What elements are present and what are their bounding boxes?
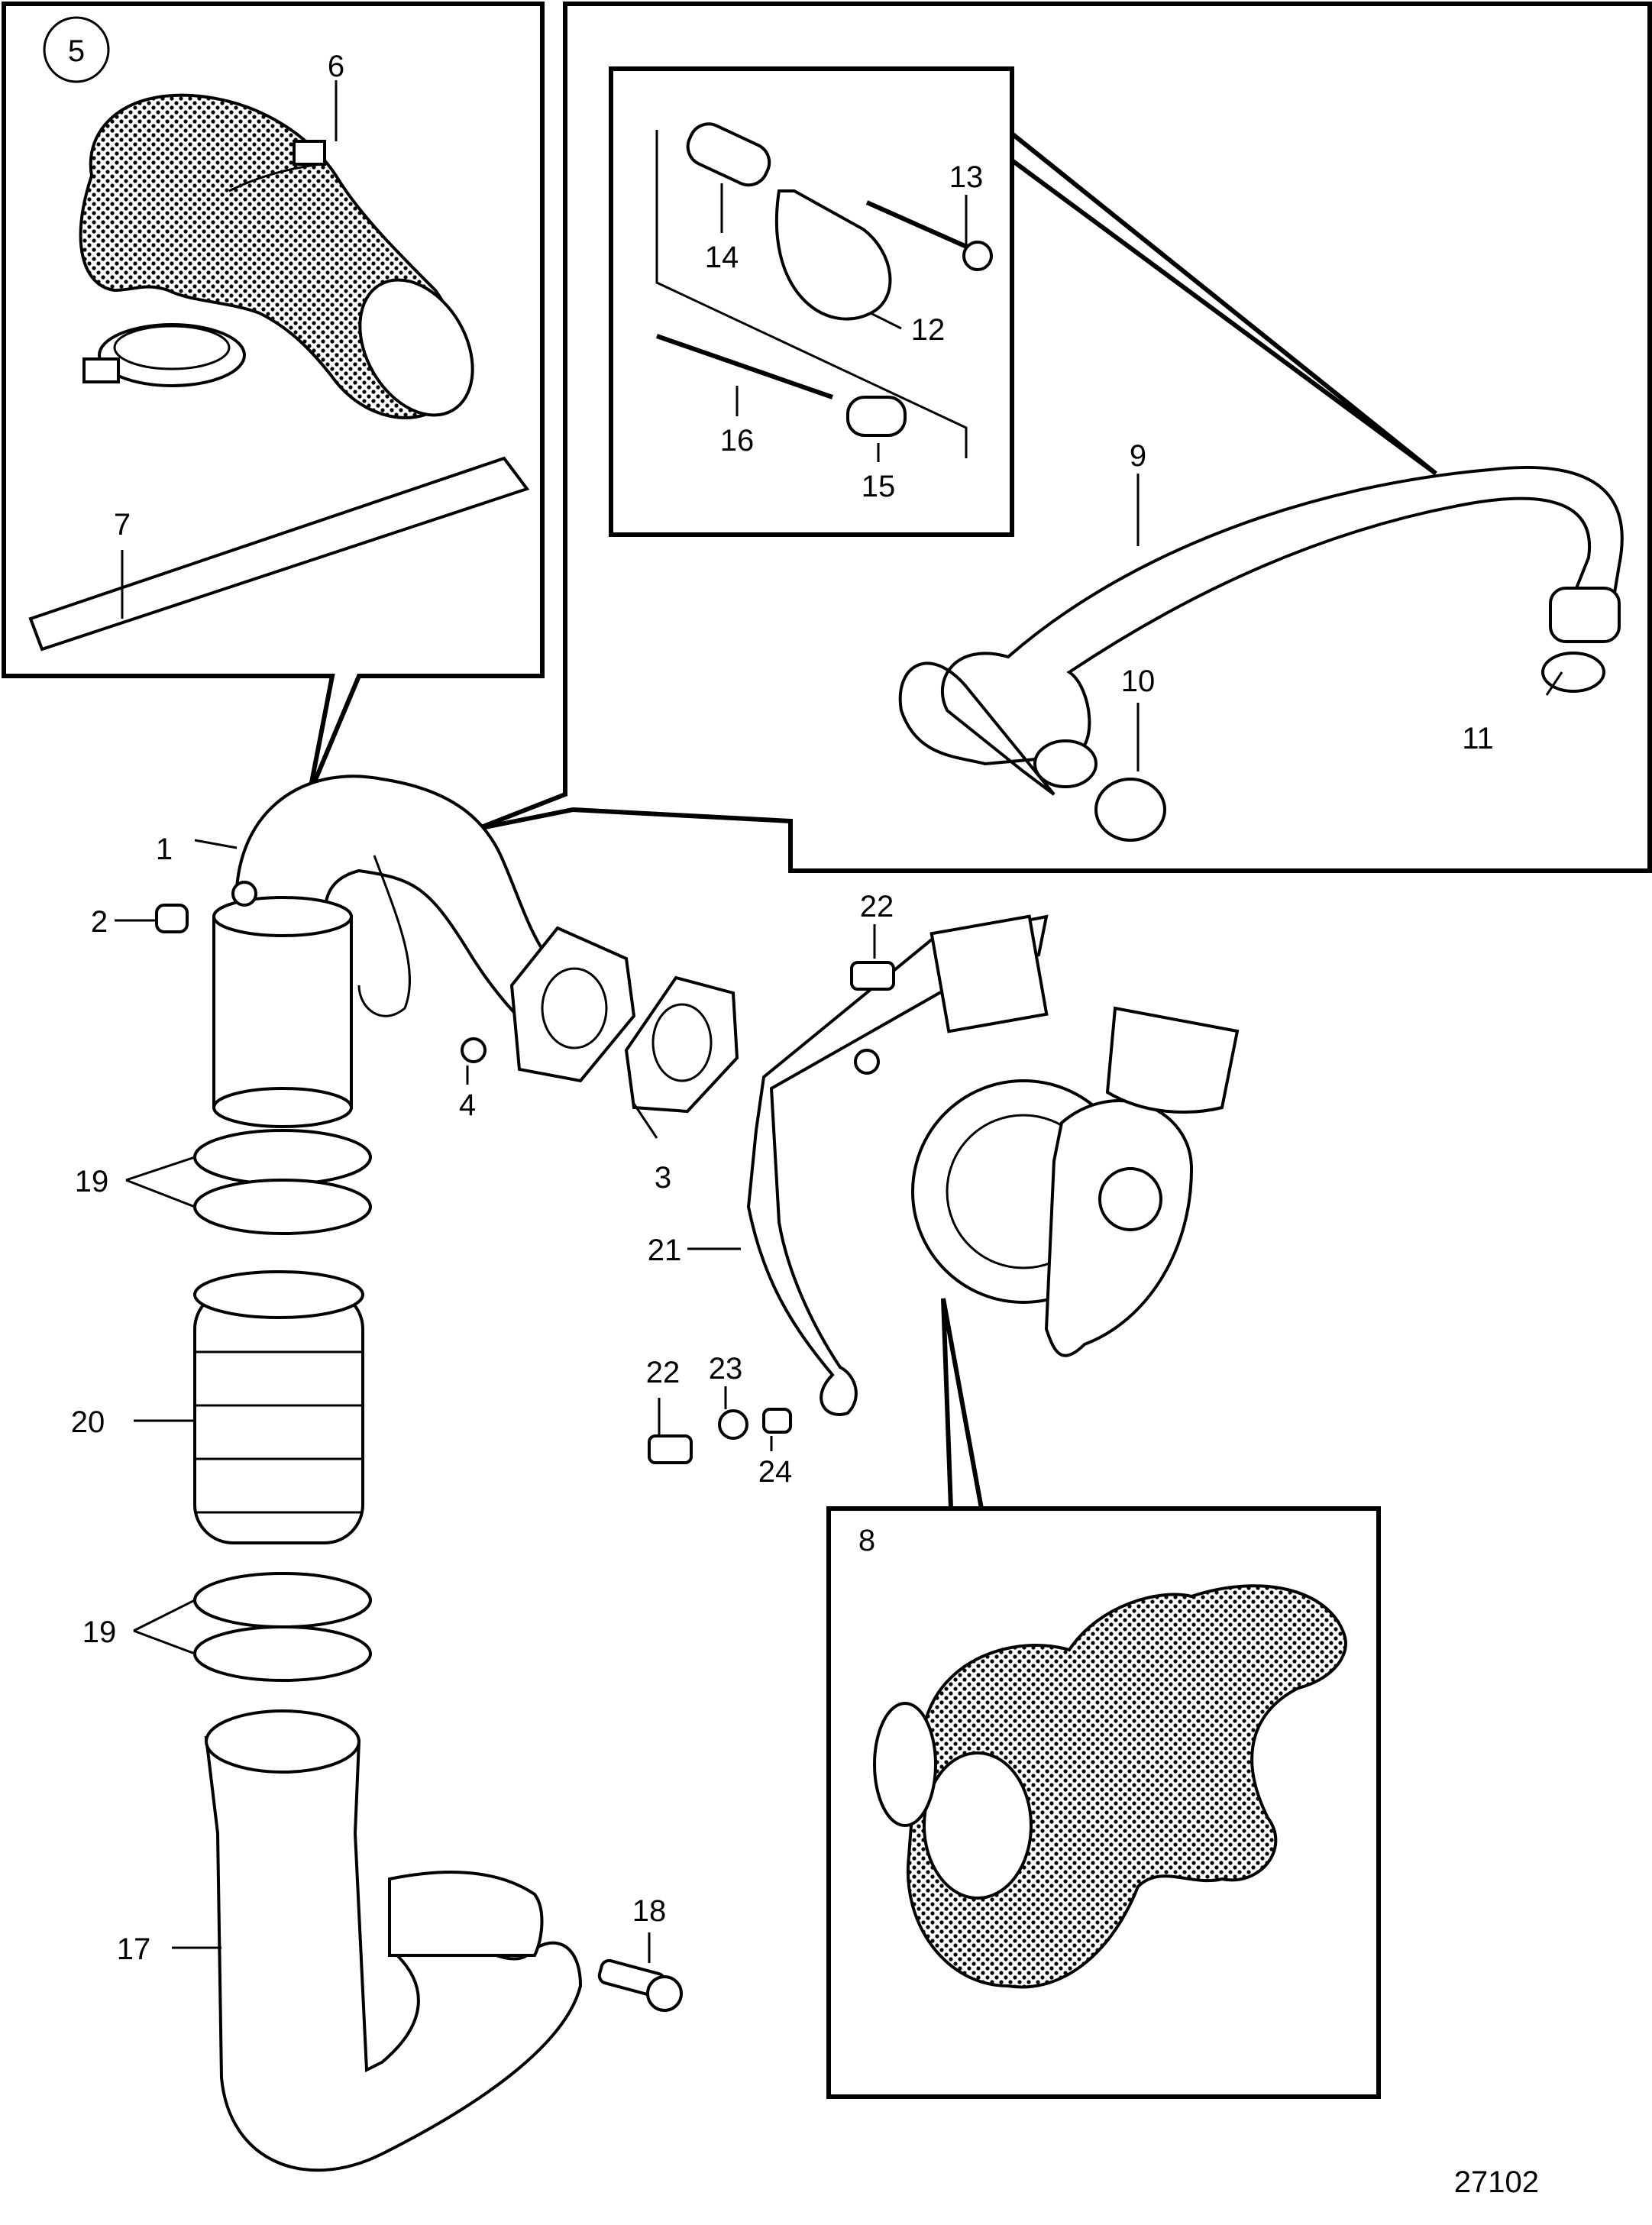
detail-5-circle xyxy=(43,16,110,83)
callout-8: 8 xyxy=(858,1524,875,1557)
callout-6: 6 xyxy=(328,50,344,83)
callout-7: 7 xyxy=(114,508,131,542)
hose-clamp-screw xyxy=(82,357,120,383)
callout-20: 20 xyxy=(71,1405,105,1439)
callout-13: 13 xyxy=(949,160,984,194)
bracket-21 xyxy=(746,914,1049,1416)
spacer-24 xyxy=(762,1408,792,1434)
insulation-tape-7 xyxy=(28,456,530,652)
pipe-9-end xyxy=(1033,739,1098,788)
bracket-parts-box xyxy=(609,66,1014,537)
callout-5: 5 xyxy=(68,34,85,68)
callout-18: 18 xyxy=(632,1894,667,1928)
callout-16: 16 xyxy=(720,424,755,458)
pipe-17 xyxy=(204,1735,583,2172)
callout-22-upper: 22 xyxy=(860,890,894,923)
bellows-20 xyxy=(193,1289,364,1544)
spacer-14 xyxy=(686,122,771,187)
callout-2: 2 xyxy=(91,905,108,939)
callout-11: 11 xyxy=(1462,722,1494,755)
callout-19-upper: 19 xyxy=(75,1165,109,1198)
callout-10: 10 xyxy=(1121,665,1156,698)
callout-17: 17 xyxy=(117,1932,151,1966)
callout-14: 14 xyxy=(705,241,739,274)
bolt-13 xyxy=(865,200,971,251)
callout-12: 12 xyxy=(911,313,946,347)
figure-number: 27102 xyxy=(1454,2165,1539,2199)
hose-clamp-10 xyxy=(1094,778,1166,842)
pipe-1-cylinder xyxy=(212,915,353,1109)
pipe-9 xyxy=(898,466,1624,796)
callout-22-lower: 22 xyxy=(646,1356,681,1389)
bolt-22a xyxy=(850,961,895,991)
bolt-22b xyxy=(648,1434,693,1464)
callout-19-lower: 19 xyxy=(82,1615,117,1649)
nut-4 xyxy=(461,1037,487,1063)
callout-21: 21 xyxy=(648,1234,682,1267)
pipe-end-sleeve xyxy=(1549,587,1621,643)
detail-frame-8 xyxy=(826,1298,1381,2099)
gasket-3b xyxy=(624,975,739,1114)
hose-clamp-11 xyxy=(1541,652,1605,693)
turbo-inlet-hose xyxy=(1105,1006,1240,1114)
main-assembly xyxy=(115,775,1240,2172)
clamp-12 xyxy=(774,189,892,321)
callout-9: 9 xyxy=(1130,439,1146,473)
callout-1: 1 xyxy=(156,833,173,866)
detail-frame-9 xyxy=(476,2,1652,873)
clamp-19-upper-b xyxy=(193,1179,372,1235)
gasket-3a xyxy=(509,926,636,1083)
callout-24: 24 xyxy=(758,1455,793,1489)
hose-clamp-detail xyxy=(98,323,246,387)
clamp-19-lower-b xyxy=(193,1625,372,1682)
clamp-6 xyxy=(293,140,326,166)
callout-15: 15 xyxy=(862,470,896,503)
clamp-19-lower-a xyxy=(193,1572,372,1628)
callout-3: 3 xyxy=(655,1161,671,1195)
spacer-15 xyxy=(846,396,907,437)
callout-4: 4 xyxy=(459,1088,476,1122)
stud-16 xyxy=(656,334,833,399)
sleeve-clamp-ring xyxy=(358,278,474,417)
detail-frame-5 xyxy=(2,2,545,796)
clamp-19-upper-a xyxy=(193,1129,372,1185)
shield-opening xyxy=(923,1751,1033,1900)
callout-labels: 5 6 7 13 14 12 16 15 9 10 11 1 2 4 3 22 … xyxy=(68,34,1539,2199)
bolt-2 xyxy=(155,904,189,933)
turbo-outlet xyxy=(1098,1167,1162,1231)
turbo-heat-shield xyxy=(906,1584,1347,1989)
washer-23 xyxy=(718,1409,748,1440)
callout-23: 23 xyxy=(709,1352,743,1386)
